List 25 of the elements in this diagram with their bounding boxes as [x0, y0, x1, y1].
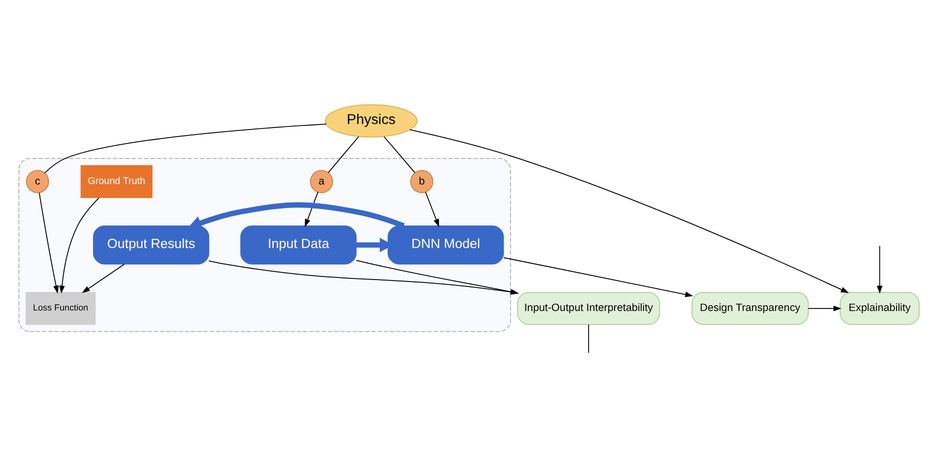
arrow [876, 244, 882, 294]
node-box: Output Results [93, 224, 210, 264]
connector [328, 136, 360, 173]
node-ellipse: Physics [324, 104, 418, 138]
node-circle: b [410, 170, 434, 193]
node-box: Ground Truth [80, 164, 152, 198]
arrow [425, 191, 440, 227]
connector [384, 136, 416, 173]
node-box: Loss Function [26, 292, 96, 324]
node-box: Input-Output Interpretability [517, 292, 660, 324]
arrow [38, 192, 59, 294]
node-box: Design Transparency [692, 292, 809, 324]
arrow [503, 256, 694, 297]
node-circle: c [26, 170, 50, 193]
connector [44, 123, 327, 173]
arrow [409, 128, 849, 293]
node-circle: a [310, 170, 334, 193]
arrow [82, 263, 125, 293]
arrow [59, 196, 100, 294]
node-box: Explainability [840, 292, 920, 324]
node-box: DNN Model [388, 224, 504, 264]
arrow [808, 305, 842, 311]
arrow [188, 202, 405, 230]
connector [588, 324, 590, 353]
node-box: Input Data [240, 224, 357, 264]
